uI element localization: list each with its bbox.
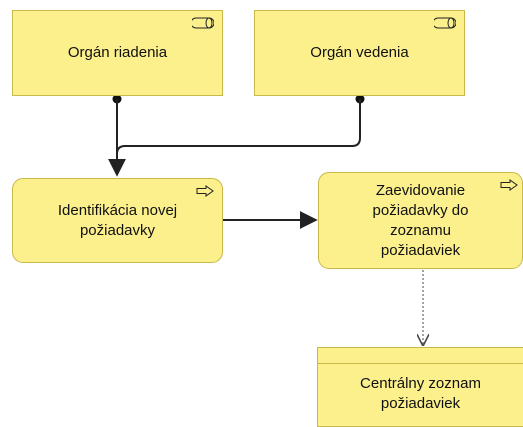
process-arrow-icon <box>196 185 214 197</box>
node-label: Orgán riadenia <box>67 44 168 61</box>
node-organ-vedenia[interactable]: Orgán vedenia <box>254 10 465 96</box>
process-arrow-icon <box>500 179 518 191</box>
node-identifikacia[interactable]: Identifikácia novej požiadavky <box>12 178 223 263</box>
role-icon <box>434 17 456 29</box>
node-centralny-zoznam[interactable]: Centrálny zoznam požiadaviek <box>317 347 523 427</box>
node-label: Orgán vedenia <box>310 44 409 61</box>
assignment-line <box>116 99 361 155</box>
object-header-band <box>318 348 523 364</box>
node-organ-riadenia[interactable]: Orgán riadenia <box>12 10 223 96</box>
node-label: Identifikácia novej požiadavky <box>57 201 178 239</box>
role-icon <box>192 17 214 29</box>
node-label: Centrálny zoznam požiadaviek <box>360 375 481 412</box>
node-zaevidovanie[interactable]: Zaevidovanie požiadavky do zoznamu požia… <box>318 172 523 269</box>
node-label: Zaevidovanie požiadavky do zoznamu požia… <box>372 181 469 259</box>
edge-assignment-organ-vedenia <box>116 94 365 155</box>
edge-assignment-organ-riadenia <box>108 94 126 177</box>
